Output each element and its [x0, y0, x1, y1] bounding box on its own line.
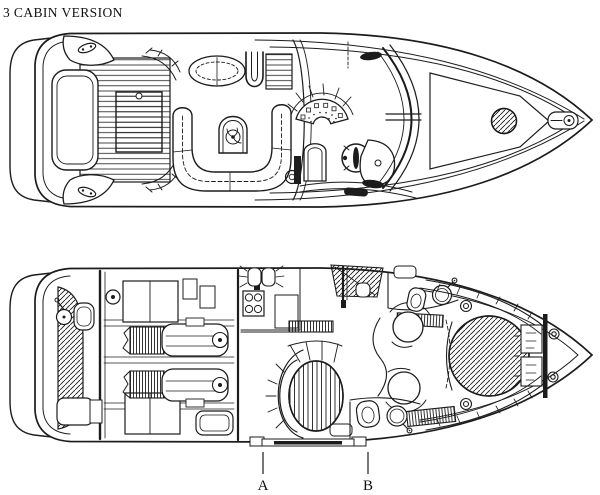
galley-fridge	[274, 294, 299, 329]
bow-shelves	[419, 279, 548, 431]
side-deck-lines	[254, 39, 585, 201]
forward-cabin	[446, 315, 543, 397]
page-title: 3 CABIN VERSION	[3, 5, 123, 20]
wash-basin	[386, 405, 413, 434]
galley-sink	[238, 265, 285, 288]
companion-seat	[303, 143, 327, 182]
cockpit-coaming	[294, 156, 417, 199]
cockpit-table	[218, 115, 248, 154]
forward-head-upper	[355, 265, 459, 312]
toilet	[355, 400, 381, 428]
deck-cleat	[360, 51, 382, 61]
deck-hatch	[490, 107, 518, 135]
ladder-steps	[265, 53, 293, 90]
deck-cleat	[362, 179, 384, 189]
round-bed	[448, 315, 530, 397]
generator	[195, 410, 234, 436]
transom-inner-line	[42, 275, 71, 435]
circular-dinette	[265, 340, 353, 439]
wet-bar	[245, 51, 264, 88]
section-marker-b: B	[363, 452, 373, 494]
galley	[238, 265, 301, 333]
toilet	[406, 287, 427, 312]
main-deck-plan	[9, 32, 594, 208]
section-marker-a: A	[258, 452, 269, 494]
wardrobe	[288, 320, 334, 333]
console-switches	[308, 111, 337, 123]
starboard-engine	[122, 368, 229, 408]
foredeck-sunpad	[429, 72, 550, 170]
corner-pods	[62, 35, 115, 205]
helm-console	[287, 83, 354, 125]
transom-inner-line	[42, 40, 71, 200]
galley-stove	[242, 290, 265, 317]
transom-bench	[56, 397, 103, 426]
console-fan-lines	[287, 83, 352, 112]
aft-head-lower	[349, 397, 421, 439]
stern-bench	[51, 69, 99, 171]
section-markers: A B	[258, 452, 373, 494]
cockpit-hatch	[115, 91, 163, 153]
portholes	[459, 299, 560, 411]
headboard	[513, 324, 543, 387]
anchor-windlass	[547, 111, 579, 130]
marker-b-label: B	[363, 478, 373, 494]
engine-room	[103, 278, 235, 436]
bow-bulkhead	[543, 314, 548, 398]
marker-a-label: A	[258, 478, 269, 494]
lower-deck-plan	[9, 264, 594, 447]
transom-sink	[73, 302, 95, 331]
transom-shower	[54, 297, 73, 326]
wardrobe	[405, 405, 457, 428]
port-engine	[122, 317, 229, 357]
hull-side-step	[249, 436, 367, 447]
bow-inner-line	[419, 289, 579, 421]
cockpit-settee	[172, 104, 292, 192]
dinette-table	[288, 360, 344, 432]
oval-bench	[188, 55, 246, 87]
windshield	[377, 44, 422, 192]
